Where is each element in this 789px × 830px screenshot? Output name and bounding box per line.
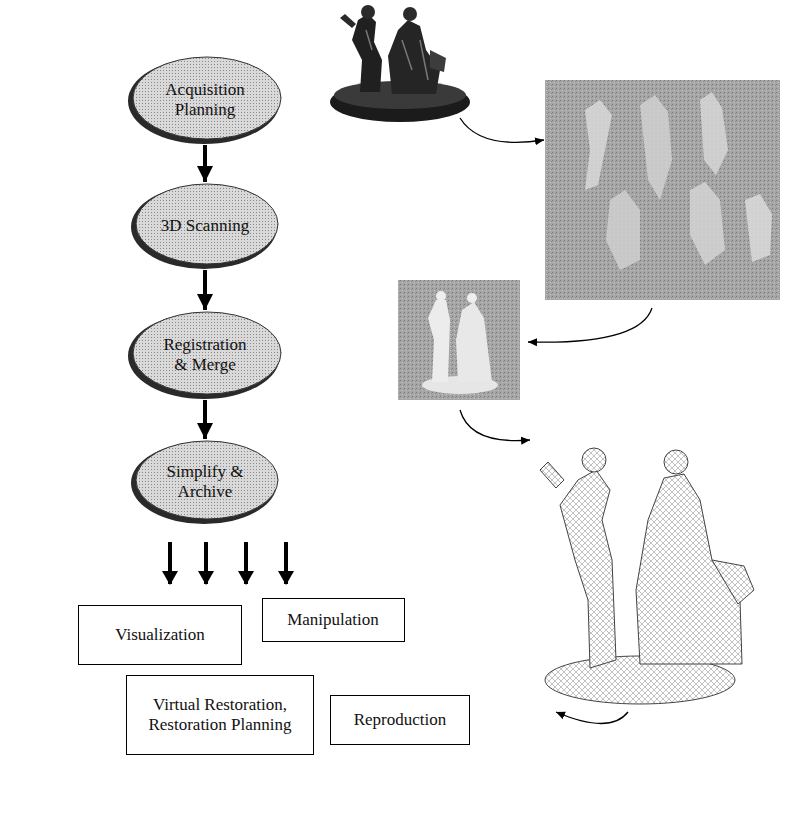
range-scans-image <box>545 80 780 300</box>
flow-curve <box>460 118 544 142</box>
flow-arrow <box>203 270 207 310</box>
text-group: Registration & Merge <box>155 335 255 374</box>
flow-arrow <box>203 400 207 439</box>
output-box: Virtual Restoration, Restoration Plannin… <box>126 675 314 755</box>
text-group: Acquisition Planning <box>155 80 255 119</box>
process-ellipse: Acquisition Planning <box>127 55 283 145</box>
process-ellipse: 3D Scanning <box>130 182 280 270</box>
output-box: Reproduction <box>330 695 470 745</box>
text-group: 3D Scanning <box>161 216 249 236</box>
node-label: Manipulation <box>287 610 379 630</box>
output-box: Visualization <box>78 605 242 665</box>
text-group: Virtual Restoration, Restoration Plannin… <box>135 695 305 734</box>
node-label: Acquisition Planning <box>155 80 255 119</box>
node-label: Simplify & Archive <box>166 462 244 501</box>
node-label: Visualization <box>115 625 205 645</box>
output-arrows <box>170 542 286 584</box>
node-label: Registration & Merge <box>155 335 255 374</box>
process-ellipse: Simplify & Archive <box>130 439 280 525</box>
node-label: Virtual Restoration, Restoration Plannin… <box>135 695 305 734</box>
text-group: Visualization <box>115 625 205 645</box>
node-label: Reproduction <box>354 710 447 730</box>
flow-curve <box>556 712 628 724</box>
flow-curve <box>460 410 530 441</box>
statue-photo <box>330 5 470 122</box>
merged-model-image <box>398 280 520 400</box>
mesh-model-image <box>540 448 754 704</box>
flow-arrow <box>203 145 207 182</box>
output-box: Manipulation <box>262 598 405 642</box>
text-group: Reproduction <box>354 710 447 730</box>
text-group: Simplify & Archive <box>166 462 244 501</box>
node-label: 3D Scanning <box>161 216 249 236</box>
text-group: Manipulation <box>287 610 379 630</box>
flow-curve <box>528 308 652 342</box>
process-ellipse: Registration & Merge <box>127 310 283 400</box>
